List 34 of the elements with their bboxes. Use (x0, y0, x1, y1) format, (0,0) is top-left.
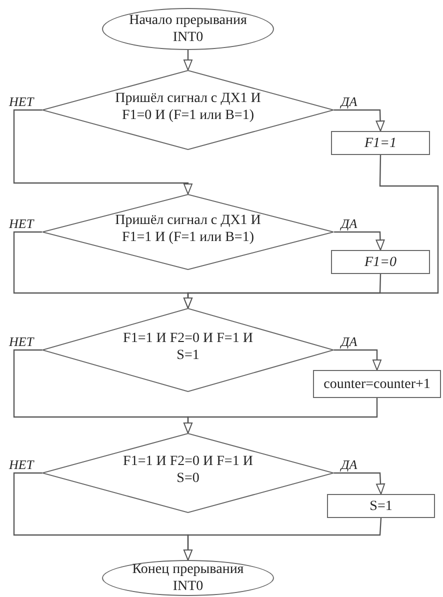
condition-text: Пришёл сигнал с ДХ1 И F1=1 И (F=1 или B=1) (114, 212, 262, 246)
decision-diamond (42, 70, 334, 150)
arrow (334, 109, 385, 132)
condition-text: F1=1 И F2=0 И F=1 И S=0 (122, 453, 254, 487)
edge-label: НЕТ (8, 95, 35, 108)
arrow (184, 518, 382, 560)
process-box (327, 494, 435, 518)
arrow (13, 109, 192, 194)
action-text: S=1 (370, 498, 392, 514)
process-box (331, 250, 430, 274)
condition-text: F1=1 И F2=0 И F=1 И S=1 (122, 330, 254, 364)
arrow (184, 50, 192, 70)
condition-text: Пришёл сигнал с ДХ1 И F1=0 И (F=1 или B=1) (114, 90, 262, 124)
edge-label: ДА (340, 95, 358, 108)
terminal-text: Конец прерывания INT0 (131, 561, 245, 595)
process-box (313, 370, 441, 398)
action-text: F1=1 (364, 134, 396, 152)
action-text: counter=counter+1 (324, 376, 430, 392)
arrow (184, 398, 378, 434)
edge-label: ДА (340, 458, 358, 471)
decision-diamond (42, 433, 334, 513)
terminal-text: Начало прерывания INT0 (128, 12, 248, 46)
edge-label: НЕТ (8, 335, 35, 348)
process-box (331, 131, 430, 155)
arrow (334, 472, 386, 494)
edge-label: НЕТ (8, 458, 35, 471)
arrow (334, 231, 385, 250)
decision-diamond (42, 194, 334, 270)
arrow (184, 274, 382, 308)
edge-label: ДА (340, 335, 358, 348)
action-text: F1=0 (364, 254, 396, 270)
arrow (334, 349, 382, 370)
edge-label: НЕТ (8, 217, 35, 230)
edge-label: ДА (340, 217, 358, 230)
